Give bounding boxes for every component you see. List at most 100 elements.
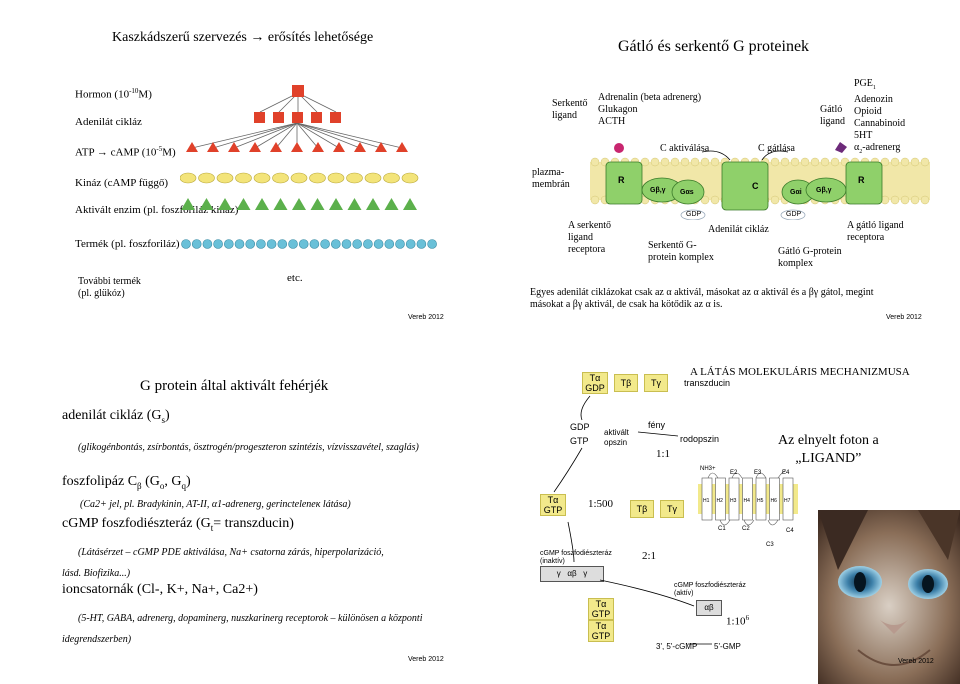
note-text: Egyes adenilát ciklázokat csak az α akti… (530, 287, 874, 310)
slide-title: Kaszkádszerű szervezés → erősítés lehető… (112, 30, 374, 45)
camp-triangle (354, 142, 366, 152)
product-circle (416, 239, 427, 249)
pde-active-label: cGMP foszfodiészteráz (aktív) (674, 582, 746, 597)
slide-cascade: Kaszkádszerű szervezés → erősítés lehető… (0, 0, 450, 330)
camp-triangle (312, 142, 324, 152)
cgmp-label: 3', 5'-cGMP (656, 642, 698, 651)
gas (671, 179, 705, 205)
plasma-membrane-label: plazma-membrán (532, 167, 570, 190)
product-circle (234, 239, 245, 249)
pde-inactive-label: cGMP foszfodiészteráz (inaktív) (540, 550, 612, 565)
helix-label: H4 (744, 498, 751, 504)
cascade-diagram (180, 85, 437, 249)
c-label: C (752, 181, 759, 191)
helix-label: H1 (703, 498, 710, 504)
ligand-text: Az elnyelt foton a„LIGAND” (778, 433, 879, 466)
pde-active-box: αβ (696, 600, 722, 616)
gtp-label: GTP (570, 436, 589, 446)
membrane-diagram (590, 142, 930, 220)
gbg-right-label: Gβ,γ (816, 187, 832, 194)
camp-triangle (207, 142, 219, 152)
slide-title: A LÁTÁS MOLEKULÁRIS MECHANIZMUSA (690, 366, 910, 378)
product-circle (223, 239, 234, 249)
gdp-bubble-right (780, 209, 806, 220)
tb-box-mid: Tβ (630, 500, 654, 518)
camp-triangles (186, 142, 408, 152)
product-circle (266, 239, 277, 249)
camp-triangle (291, 142, 303, 152)
etc-label: etc. (287, 272, 303, 284)
gdp-label: GDP (570, 422, 590, 432)
gmp-label: 5'-GMP (714, 642, 741, 651)
c-activation-label: C aktiválása (660, 143, 710, 154)
c-inhibition-label: C gátlása (758, 143, 795, 154)
row-adenylate: Adenilát cikláz (75, 116, 142, 128)
adenylyl-cyclase (721, 161, 769, 211)
e3-label: E3 (754, 470, 762, 476)
camp-triangle (396, 142, 408, 152)
ratio-1-10-6: 1:106 (726, 614, 750, 628)
gas-label: Gαs (680, 189, 694, 196)
row-hormone: Hormon (10-10M) (75, 87, 152, 101)
kinase-oval (327, 172, 345, 184)
gatlo-ligand-label: Gátló ligand (820, 104, 845, 127)
pde-inactive-box: γ αβ γ (540, 566, 604, 582)
gatlo-complex-label: Gátló G-protein komplex (778, 246, 842, 269)
helix-label: H3 (730, 498, 737, 504)
slide-activated-proteins: G protein által aktivált fehérjék adenil… (0, 356, 450, 684)
enzyme-triangle (236, 198, 251, 210)
item-plc: foszfolipáz Cβ (Go, Gq) (62, 474, 191, 491)
product-circle (245, 239, 255, 249)
r-right-label: R (858, 175, 865, 185)
helix (782, 477, 794, 521)
note-plc: (Ca2+ jel, pl. Bradykinin, AT-II, α1-adr… (80, 499, 351, 510)
note-ion-channels: (5-HT, GABA, adrenerg, dopaminerg, nuszk… (62, 613, 423, 645)
serk-receptor-label: A serkentő ligand receptora (568, 220, 612, 255)
note-adenylate: (glikogénbontás, zsírbontás, ösztrogén/p… (78, 442, 419, 453)
enzyme-triangle (384, 198, 399, 210)
enzyme-triangle (403, 198, 417, 210)
helix (715, 477, 726, 521)
enzyme-triangle (199, 198, 214, 210)
gatlo-receptor-label: A gátló ligand receptora (847, 220, 904, 243)
helix-label: H7 (784, 498, 791, 504)
slide-title: Gátló és serkentő G proteinek (618, 38, 810, 55)
product-circle (405, 239, 416, 249)
kinase-oval (309, 172, 326, 184)
camp-triangle (270, 142, 282, 152)
item-ion-channels: ioncsatornák (Cl-, K+, Na+, Ca2+) (62, 582, 258, 597)
gdp-right: GDP (786, 211, 802, 218)
product-circle (277, 239, 288, 249)
product-circle (213, 239, 223, 249)
row-further-product: További termék (78, 276, 141, 287)
product-circle (427, 239, 437, 249)
kinase-oval (364, 172, 382, 184)
activated-opsin-label: aktivált opszin (604, 428, 629, 447)
serkento-ligand-label: Serkentő ligand (552, 98, 588, 121)
receptor-right (845, 161, 883, 205)
c2-label: C2 (742, 526, 750, 532)
footer: Vereb 2012 (886, 314, 922, 321)
product-circle (191, 239, 202, 249)
e2-label: E2 (730, 470, 738, 476)
enzyme-triangle (347, 198, 362, 210)
gai-label: Gαi (790, 189, 802, 196)
product-circle (309, 239, 320, 249)
nh3-label: NH3+ (700, 466, 716, 472)
camp-triangle (186, 142, 198, 152)
camp-triangle (375, 142, 387, 152)
camp-triangle (249, 142, 261, 152)
light-label: fény (648, 420, 666, 430)
row-product: Termék (pl. foszforiláz) (75, 238, 180, 250)
product-circle (363, 239, 373, 249)
enzyme-triangle (273, 198, 288, 210)
e4-label: E4 (782, 470, 790, 476)
product-circle (384, 239, 395, 249)
kinase-oval (401, 172, 419, 184)
